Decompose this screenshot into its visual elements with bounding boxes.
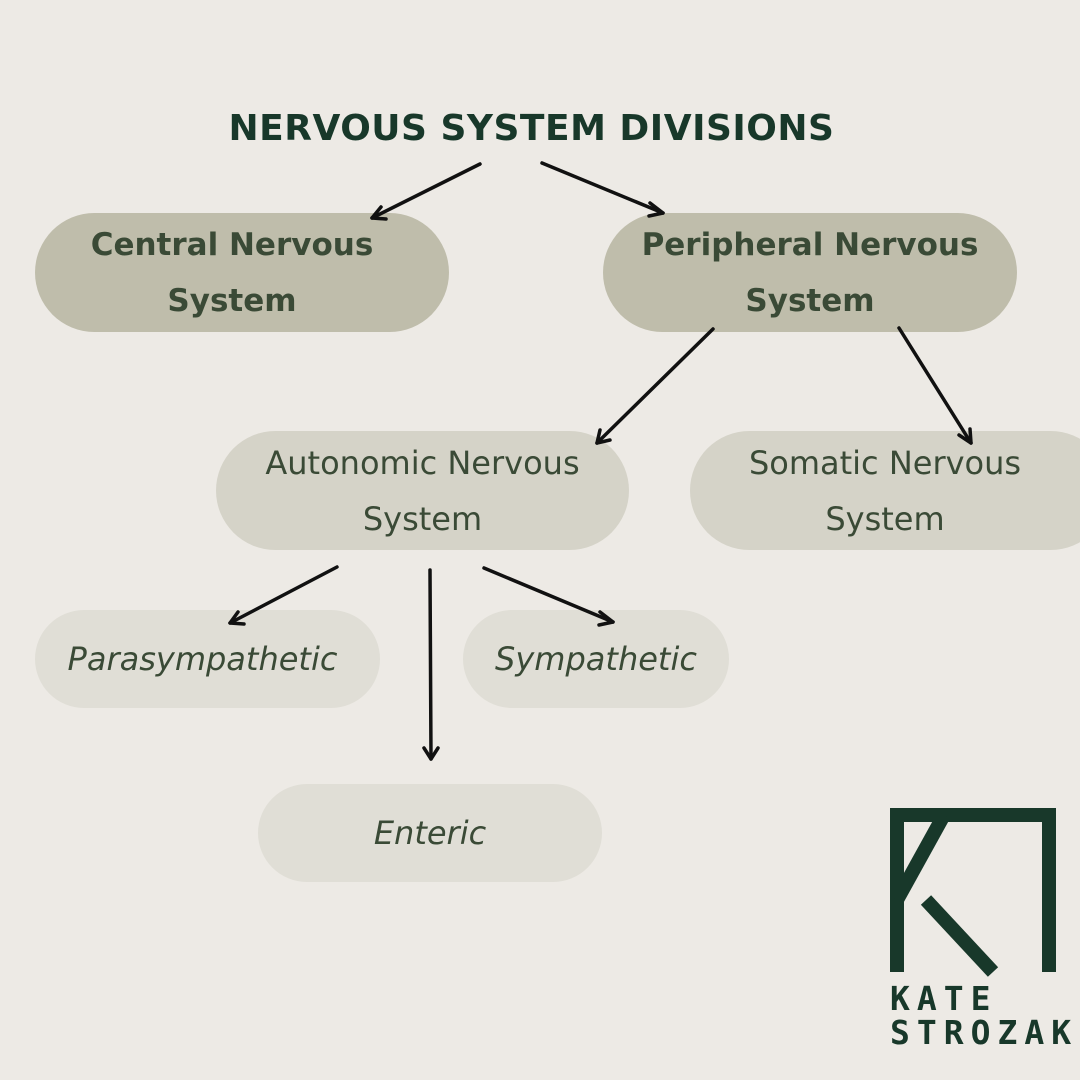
logo-text-line1: KATE — [890, 979, 998, 1018]
sympathetic-node: Sympathetic — [463, 610, 729, 708]
central-node-line1: Central Nervous — [90, 226, 374, 263]
somatic-node-line1: Somatic Nervous — [748, 443, 1022, 482]
somatic-nervous-system-node: Somatic Nervous System — [690, 431, 1080, 550]
enteric-label: Enteric — [373, 814, 487, 852]
peripheral-nervous-system-node: Peripheral Nervous System — [603, 213, 1017, 332]
arrow-peripheral-to-somatic — [897, 326, 973, 445]
peripheral-node-line1: Peripheral Nervous — [641, 226, 979, 263]
central-nervous-system-node: Central Nervous System — [35, 213, 449, 332]
autonomic-node-line1: Autonomic Nervous — [265, 443, 580, 482]
arrow-title-to-peripheral — [540, 161, 665, 218]
parasympathetic-label: Parasympathetic — [67, 640, 338, 678]
arrow-title-to-central — [370, 162, 482, 221]
sympathetic-label: Sympathetic — [495, 640, 697, 678]
k-monogram-logo-icon — [890, 808, 1056, 977]
arrow-autonomic-to-enteric — [422, 568, 440, 761]
peripheral-node-line2: System — [745, 282, 875, 319]
arrow-peripheral-to-autonomic — [595, 327, 715, 445]
enteric-node: Enteric — [258, 784, 602, 882]
parasympathetic-node: Parasympathetic — [35, 610, 380, 708]
autonomic-nervous-system-node: Autonomic Nervous System — [216, 431, 629, 550]
central-node-line2: System — [167, 282, 297, 319]
autonomic-node-line2: System — [362, 499, 483, 538]
diagram-title: NERVOUS SYSTEM DIVISIONS — [228, 108, 835, 149]
somatic-node-line2: System — [825, 499, 945, 538]
logo-text-line2: STROZAK — [890, 1013, 1079, 1052]
